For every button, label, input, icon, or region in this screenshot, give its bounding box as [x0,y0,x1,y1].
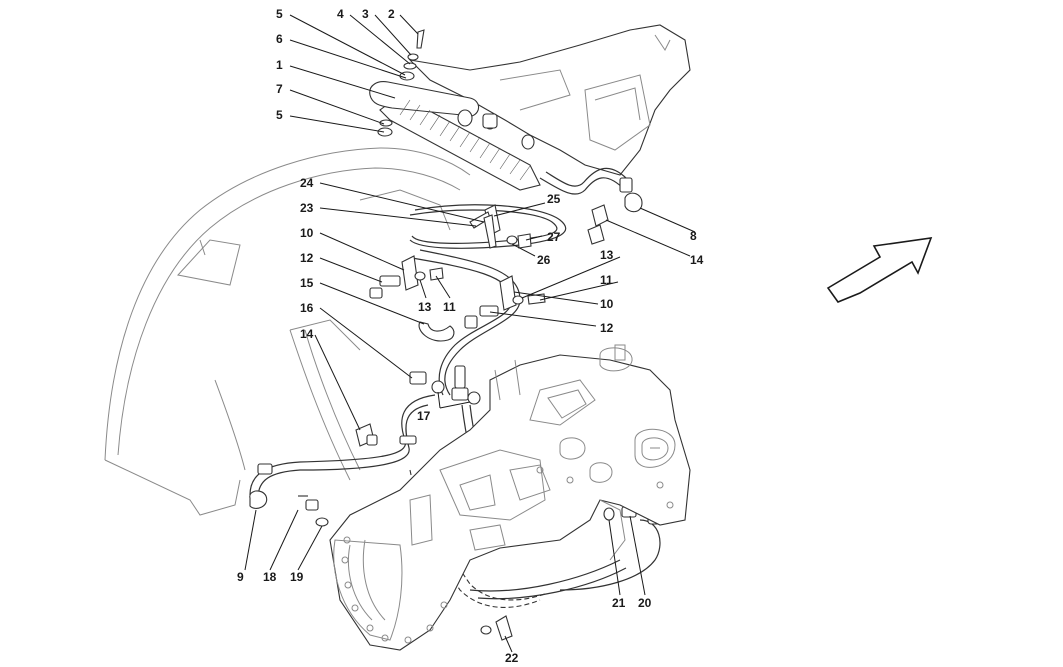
cooler-fixings [377,29,425,137]
callout-7: 7 [276,82,283,96]
callout-14: 14 [690,253,704,267]
direction-arrow-icon [826,237,933,303]
callout-labels: 2 3 4 5 6 1 7 5 8 14 24 23 25 27 26 10 1… [276,7,704,423]
callout-18: 18 [263,570,277,584]
callout-9: 9 [237,570,244,584]
callout-21: 21 [612,596,626,610]
callout-20: 20 [638,596,652,610]
callout-3: 3 [362,7,369,21]
callout-1: 1 [276,58,283,72]
callout-23: 23 [300,201,314,215]
callout-4: 4 [337,7,344,21]
callout-17: 17 [417,409,431,423]
callout-16: 16 [300,301,314,315]
callout-11: 11 [443,300,456,314]
hose-clamps [355,204,609,641]
callout-13: 13 [418,300,432,314]
callout-5: 5 [276,7,283,21]
callout-26: 26 [537,253,551,267]
callout-19: 19 [290,570,304,584]
callout-13: 13 [600,248,614,262]
callout-12: 12 [600,321,614,335]
callout-27: 27 [547,230,561,244]
callout-25: 25 [547,192,561,206]
callout-10: 10 [300,226,314,240]
callout-10: 10 [600,297,614,311]
callout-12: 12 [300,251,314,265]
wheel-arch-outline [104,147,471,516]
leader-lines [244,14,696,653]
callout-15: 15 [300,276,314,290]
callout-5: 5 [276,108,283,122]
callout-14: 14 [300,327,314,341]
callout-2: 2 [388,7,395,21]
cooler-fins [399,99,531,181]
callout-22: 22 [505,651,519,665]
air-duct-assembly [408,24,691,176]
callout-11: 11 [600,273,613,287]
gearbox-housing [329,344,691,651]
callout-6: 6 [276,32,283,46]
callout-8: 8 [690,229,697,243]
callout-24: 24 [300,176,314,190]
bolts [414,214,546,305]
